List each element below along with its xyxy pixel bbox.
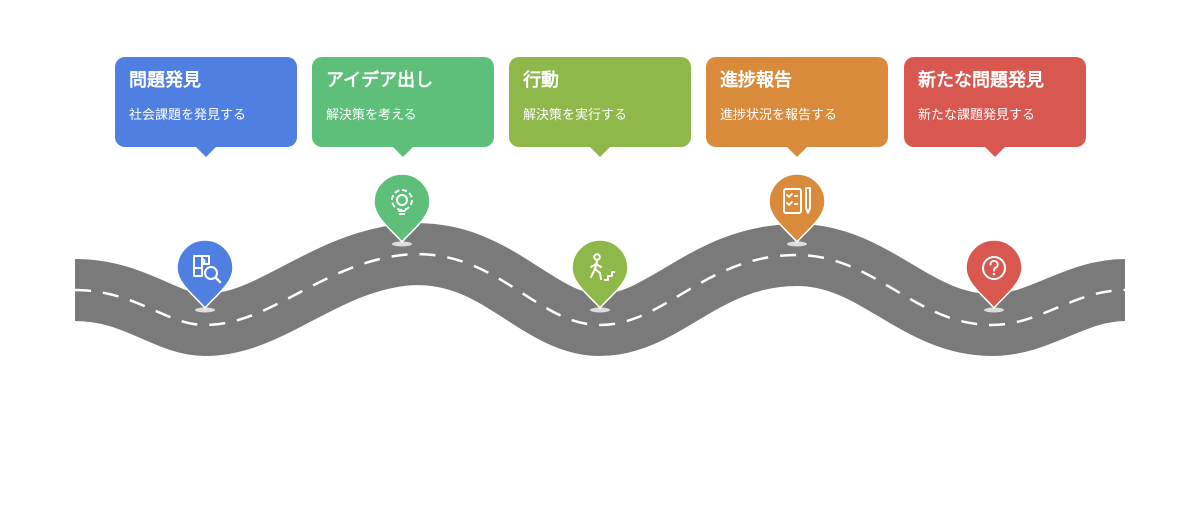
step-pin-3 [571, 239, 629, 313]
step-card-2: アイデア出し 解決策を考える [312, 57, 494, 157]
step-title: 進捗報告 [720, 70, 792, 91]
step-title: アイデア出し [326, 70, 434, 91]
step-pin-1 [176, 239, 234, 313]
step-card-5: 新たな問題発見 新たな課題発見する [904, 57, 1086, 157]
step-pin-2 [373, 173, 431, 247]
step-card-3: 行動 解決策を実行する [509, 57, 691, 157]
person-stairs-icon [590, 253, 615, 281]
step-pin-4 [768, 173, 826, 247]
pin-base [195, 307, 215, 313]
step-card-4: 進捗報告 進捗状況を報告する [706, 57, 888, 157]
step-description: 進捗状況を報告する [720, 108, 838, 123]
step-description: 解決策を実行する [523, 108, 628, 123]
report-pen-icon [783, 187, 811, 214]
step-description: 新たな課題発見する [918, 108, 1036, 123]
step-title: 問題発見 [129, 70, 201, 91]
step-title: 行動 [523, 70, 559, 91]
step-description: 解決策を考える [326, 108, 417, 123]
pin-base [984, 307, 1004, 313]
pin-base [392, 241, 412, 247]
step-card-1: 問題発見 社会課題を発見する [115, 57, 297, 157]
map-pin-marker [373, 173, 431, 244]
pin-base [787, 241, 807, 247]
puzzle-search-icon [193, 255, 222, 284]
step-pin-5 [965, 239, 1023, 313]
question-icon [982, 256, 1006, 280]
step-title: 新たな問題発見 [918, 70, 1044, 91]
gear-bulb-icon [391, 189, 413, 215]
step-description: 社会課題を発見する [129, 108, 247, 123]
lane-markings [74, 252, 1126, 327]
pin-base [590, 307, 610, 313]
